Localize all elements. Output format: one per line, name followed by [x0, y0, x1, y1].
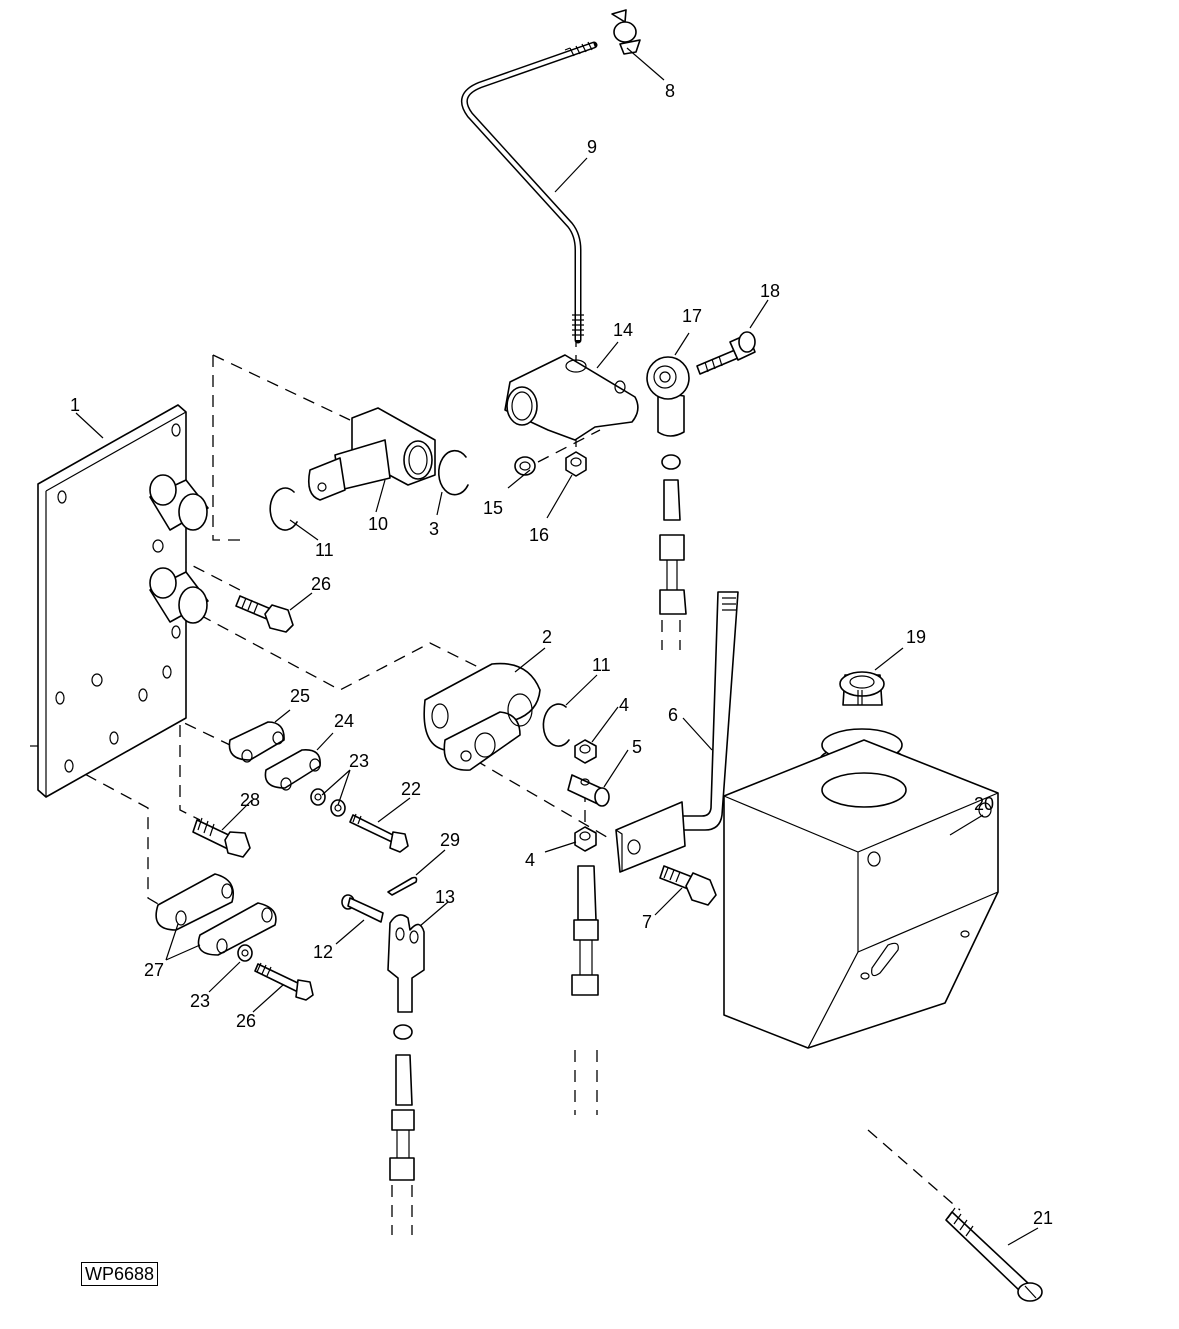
cable-clamp-27[interactable] [155, 873, 277, 956]
rod-with-bracket[interactable] [615, 591, 739, 873]
callout-26-upper: 26 [311, 574, 331, 594]
callout-4-lower: 4 [525, 850, 535, 870]
callout-24: 24 [334, 711, 354, 731]
assembly-line [474, 759, 613, 841]
callout-19: 19 [906, 627, 926, 647]
callout-8: 8 [665, 81, 675, 101]
assembly-line [67, 764, 161, 906]
screw-21[interactable] [945, 1207, 1043, 1302]
callout-9: 9 [587, 137, 597, 157]
callout-labels: 1 2 3 4 4 5 6 7 8 9 10 11 11 12 13 14 15… [70, 81, 1053, 1228]
callout-18: 18 [760, 281, 780, 301]
assembly-line [391, 1185, 413, 1235]
bolt-26-upper[interactable] [235, 595, 294, 633]
assembly-line [157, 547, 241, 591]
callout-29: 29 [440, 830, 460, 850]
cable-clamp-25[interactable] [228, 721, 285, 763]
swivel-pin-5[interactable] [567, 774, 610, 807]
callout-22: 22 [401, 779, 421, 799]
callout-11-upper: 11 [315, 540, 334, 560]
snap-ring-11-upper[interactable] [269, 487, 298, 531]
callout-5: 5 [632, 737, 642, 757]
bolt-26-lower[interactable] [254, 962, 314, 1001]
clevis-13[interactable] [387, 914, 425, 1013]
callout-25: 25 [290, 686, 310, 706]
snap-ring-11-lower[interactable] [542, 703, 570, 747]
callout-1: 1 [70, 395, 80, 415]
bolt-7[interactable] [659, 865, 717, 906]
assembly-line [179, 725, 201, 821]
bellcrank-lever[interactable] [423, 662, 541, 771]
callout-13: 13 [435, 887, 455, 907]
figure-id-label: WP6688 [81, 1262, 159, 1286]
callout-26-lower: 26 [236, 1011, 256, 1031]
callout-23-upper: 23 [349, 751, 369, 771]
callout-21: 21 [1033, 1208, 1053, 1228]
callout-16: 16 [529, 525, 549, 545]
tank[interactable] [723, 739, 999, 1049]
cable-lower[interactable] [389, 1024, 415, 1181]
lever-block[interactable] [504, 354, 639, 441]
callout-15: 15 [483, 498, 503, 518]
callout-12: 12 [313, 942, 333, 962]
nut-4-lower[interactable] [574, 826, 597, 852]
callout-4-upper: 4 [619, 695, 629, 715]
callout-10: 10 [368, 514, 388, 534]
control-rod[interactable] [460, 41, 598, 344]
pivot-block[interactable] [307, 407, 436, 501]
callout-7: 7 [642, 912, 652, 932]
callout-11-lower: 11 [592, 655, 611, 675]
washers-23[interactable] [310, 788, 346, 817]
nut-15[interactable] [514, 456, 536, 476]
cotter-pin-29[interactable] [387, 876, 418, 896]
assembly-line [212, 355, 243, 541]
assembly-line [212, 354, 351, 421]
shoulder-bolt[interactable] [696, 331, 756, 375]
assembly-line [574, 1050, 598, 1115]
bolt-22[interactable] [349, 813, 409, 853]
assembly-line [537, 429, 601, 463]
lock-nut-16[interactable] [565, 451, 587, 477]
callout-27: 27 [144, 960, 164, 980]
clevis-pin-12[interactable] [341, 894, 384, 923]
callout-20: 20 [974, 794, 994, 814]
mounting-plate[interactable] [30, 404, 209, 798]
callout-28: 28 [240, 790, 260, 810]
callout-3: 3 [429, 519, 439, 539]
callout-6: 6 [668, 705, 678, 725]
cable-middle[interactable] [571, 865, 599, 996]
callout-17: 17 [682, 306, 702, 326]
bolt-28[interactable] [192, 817, 251, 858]
leader-lines [75, 47, 1039, 1246]
assembly-line [867, 1129, 961, 1211]
callout-2: 2 [542, 627, 552, 647]
assembly-line [199, 614, 481, 691]
nut-4-upper[interactable] [574, 739, 597, 764]
callout-23-lower: 23 [190, 991, 210, 1011]
washer-23-lower[interactable] [237, 944, 253, 962]
snap-ring-3[interactable] [438, 449, 469, 496]
wing-nut[interactable] [611, 9, 641, 55]
cable-clamp-24[interactable] [264, 749, 321, 791]
rod-end[interactable] [646, 356, 690, 437]
cable-upper[interactable] [659, 454, 687, 615]
callout-14: 14 [613, 320, 633, 340]
